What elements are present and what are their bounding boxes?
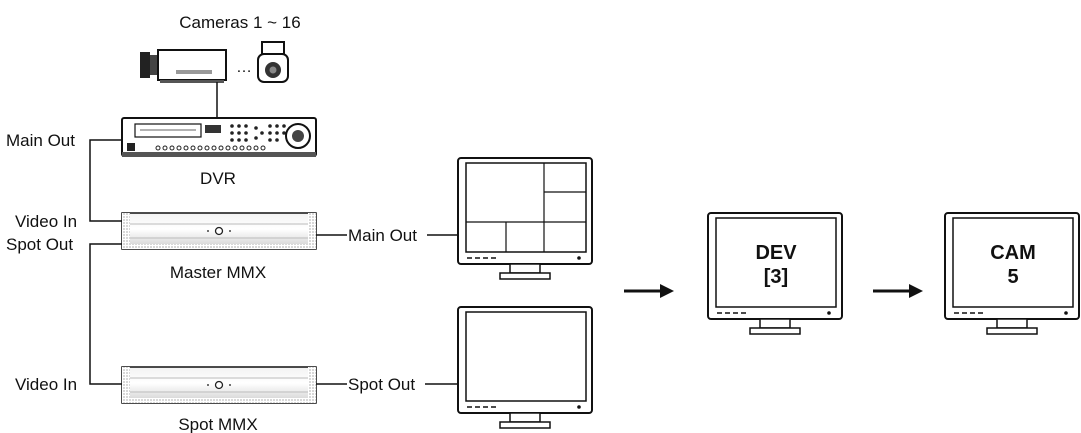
main-monitor-icon — [457, 157, 593, 280]
box-camera-icon — [140, 49, 227, 83]
master-video-in-label: Video In — [15, 212, 77, 231]
camera-ellipsis: … — [236, 59, 252, 76]
dvr-main-out-label: Main Out — [6, 131, 75, 150]
left-cabling — [89, 139, 122, 385]
dev-screen-line2: [3] — [764, 266, 788, 288]
spot-video-in-label: Video In — [15, 375, 77, 394]
cam-screen-line1: CAM — [990, 242, 1036, 264]
cameras-label: Cameras 1 ~ 16 — [179, 13, 300, 32]
dev-monitor-icon — [707, 212, 843, 335]
master-mmx-label: Master MMX — [170, 263, 266, 282]
cam-monitor-icon — [944, 212, 1080, 335]
dev-screen-line1: DEV — [755, 242, 797, 264]
master-main-out-label: Main Out — [348, 226, 417, 245]
dome-camera-icon — [257, 41, 289, 83]
spot-mmx-unit — [121, 366, 317, 404]
spot-mmx-label: Spot MMX — [178, 415, 257, 433]
spot-spot-out-label: Spot Out — [348, 375, 415, 394]
dvr-label: DVR — [200, 169, 236, 188]
cam-screen-line2: 5 — [1007, 266, 1018, 288]
master-mmx-unit — [121, 212, 317, 250]
master-spot-out-label: Spot Out — [6, 235, 73, 254]
spot-monitor-icon — [457, 306, 593, 429]
right-arrow-icon — [873, 284, 923, 298]
dvr-device — [121, 117, 317, 157]
right-arrow-icon — [624, 284, 674, 298]
